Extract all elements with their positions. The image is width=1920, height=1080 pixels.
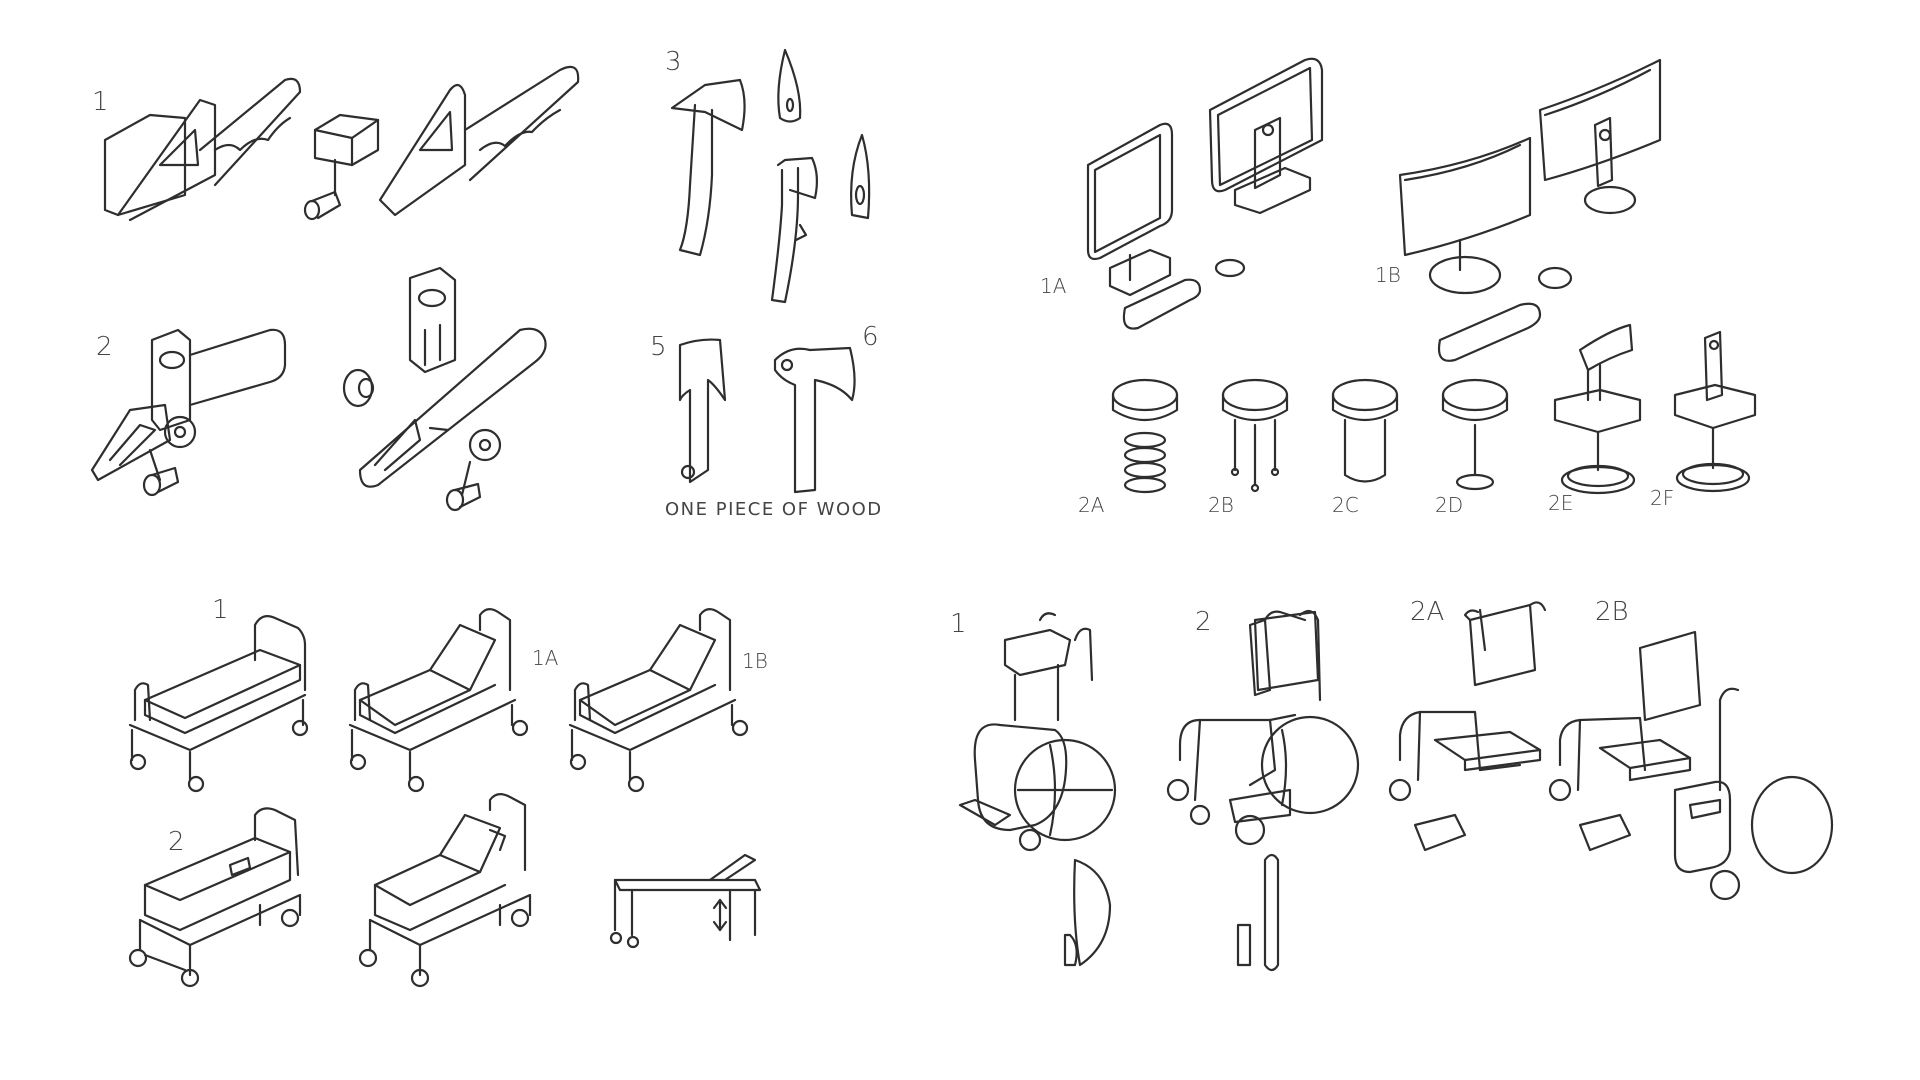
chainsaw-sketches: 1 2 [90, 65, 580, 512]
stool-2a-drawing [1111, 378, 1179, 494]
stool-label-2c: 2C [1332, 493, 1359, 517]
wheelchair-1-parts-drawing [1063, 853, 1280, 972]
chainsaw-label-1: 1 [92, 87, 109, 117]
stool-sketches: 2A 2B 2C 2D [1078, 323, 1757, 517]
bed-1-drawing [128, 615, 309, 793]
chainsaw-2-drawing [90, 328, 287, 497]
wheelchair-2a-drawing [1388, 601, 1547, 852]
bed-sketches: 1 1A [128, 595, 768, 988]
axe-label-3: 3 [665, 47, 682, 77]
chainsaw-1-drawing [103, 77, 302, 222]
computer-1a-drawing [1086, 57, 1324, 330]
computer-label-1b: 1B [1375, 263, 1401, 287]
bed-1b-drawing [568, 608, 749, 793]
stool-label-2f: 2F [1650, 486, 1674, 510]
wheelchair-label-2b: 2B [1595, 597, 1629, 627]
axe-6-drawing [773, 346, 856, 494]
chainsaw-1-variant-drawing [378, 65, 580, 217]
computer-label-1a: 1A [1040, 274, 1067, 298]
axe-sketches: 3 5 6 ONE PIECE OF WOOD [650, 47, 883, 520]
wheelchair-2b-drawing [1548, 630, 1834, 901]
axe-blade-part-bottom [850, 133, 871, 220]
chainsaw-2-exploded-drawing [342, 266, 547, 512]
stool-2d-drawing [1441, 378, 1509, 491]
axe-label-6: 6 [862, 322, 879, 352]
wheelchair-label-2: 2 [1195, 607, 1212, 637]
axe-blade-part-top [777, 48, 802, 123]
bed-2-drawing [128, 807, 302, 988]
bed-label-1b: 1B [742, 649, 768, 673]
wheelchair-sketches: 1 2 [950, 597, 1834, 972]
axe-label-5: 5 [650, 332, 667, 362]
wheelchair-2-drawing [1166, 609, 1360, 846]
wheelchair-label-1: 1 [950, 609, 967, 639]
bed-label-2: 2 [168, 827, 185, 857]
computer-1b-drawing [1398, 58, 1662, 362]
stool-label-2a: 2A [1078, 493, 1105, 517]
axe-4-drawing [770, 156, 819, 304]
axe-3-drawing [670, 78, 746, 257]
bed-frame-drawing [609, 853, 762, 949]
bed-label-1: 1 [212, 595, 229, 625]
chainsaw-motor-part [303, 113, 380, 221]
axe-note: ONE PIECE OF WOOD [665, 499, 883, 520]
bed-1a-drawing [348, 608, 529, 793]
axe-5-drawing [678, 338, 727, 484]
computer-sketches: 1A 1B [1040, 57, 1662, 362]
bed-2-variant-drawing [358, 793, 532, 988]
stool-label-2e: 2E [1548, 491, 1573, 515]
wheelchair-label-2a: 2A [1410, 597, 1444, 627]
chainsaw-label-2: 2 [96, 332, 113, 362]
stool-label-2b: 2B [1208, 493, 1234, 517]
stool-2c-drawing [1331, 378, 1399, 483]
stool-2e-drawing [1553, 323, 1642, 495]
wheelchair-1-drawing [958, 612, 1117, 852]
bed-label-1a: 1A [532, 646, 559, 670]
stool-2f-drawing [1673, 330, 1757, 493]
stool-2b-drawing [1221, 378, 1289, 493]
stool-label-2d: 2D [1435, 493, 1463, 517]
